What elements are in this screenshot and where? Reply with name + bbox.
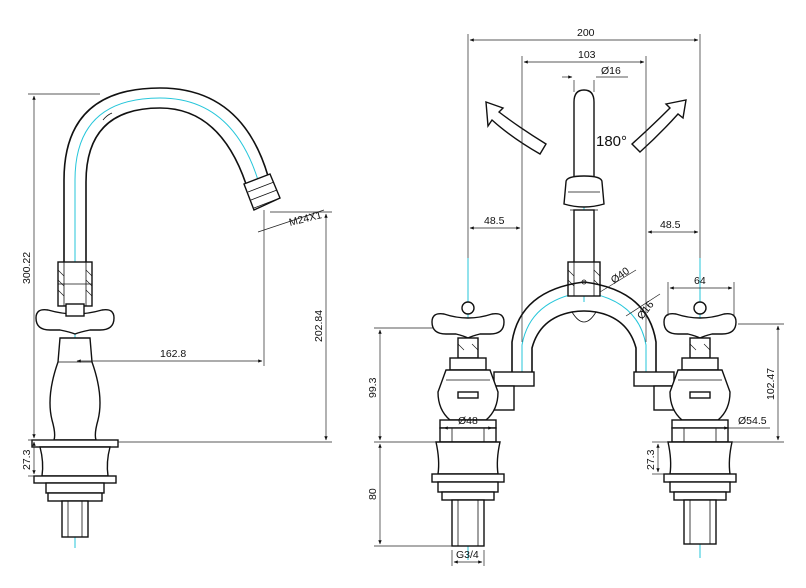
spout-diameter-label: Ø16 <box>601 65 621 77</box>
offset-left-label: 48.5 <box>484 215 505 227</box>
swivel-arrow-right-icon <box>630 99 687 153</box>
front-view: 180° <box>367 27 784 566</box>
dimension-overall-height: 300.22 <box>21 93 100 441</box>
centre-width-label: 103 <box>578 49 596 61</box>
swivel-angle-label: 180° <box>596 133 627 150</box>
side-base <box>31 439 119 538</box>
dimension-tail-length: 80 <box>367 443 452 547</box>
spout-height-label: 202.84 <box>313 310 325 342</box>
gooseneck-spout <box>63 87 281 262</box>
dimension-tail-thread: G3/4 <box>451 549 485 566</box>
base-height-left-label: 27.3 <box>21 449 33 470</box>
dimension-spout-height: 202.84 <box>118 211 332 443</box>
offset-right-label: 48.5 <box>660 219 681 231</box>
height-total-label: 300.22 <box>21 252 33 284</box>
dimension-offset-right: 48.5 <box>647 219 699 234</box>
dimension-handle-width: 64 <box>667 275 735 316</box>
dimension-centre-width: 103 <box>521 49 647 342</box>
swivel-collar <box>57 261 93 307</box>
dimension-body-height-left: 99.3 <box>367 327 436 443</box>
tail-thread-label: G3/4 <box>456 549 479 561</box>
base-diameter-left-label: Ø48 <box>458 415 478 427</box>
body-height-right-label: 102.47 <box>765 368 777 400</box>
front-aerator <box>563 175 605 208</box>
front-spout <box>563 89 605 265</box>
dimension-bridge-diameter: Ø40 <box>599 265 637 293</box>
base-diameter-right-label: Ø54.5 <box>738 415 767 427</box>
right-valve <box>663 301 737 545</box>
bridge-pipe-diameter-label: Ø16 <box>635 299 657 322</box>
front-spout-collar <box>567 261 601 297</box>
dimension-body-height-right: 102.47 <box>730 323 784 443</box>
handle-width-label: 64 <box>694 275 706 287</box>
dimension-offset-left: 48.5 <box>469 215 521 230</box>
body-height-left-label: 99.3 <box>367 377 379 398</box>
bridge-diameter-label: Ø40 <box>609 265 632 286</box>
side-body <box>49 337 101 441</box>
bridge-pipe <box>493 281 675 411</box>
dimension-overall-width: 200 <box>467 27 701 258</box>
left-cross-handle <box>431 312 505 339</box>
spout-reach-label: 162.8 <box>160 348 186 360</box>
base-height-right-label: 27.3 <box>645 449 657 470</box>
right-cross-handle <box>663 312 737 339</box>
dimension-base-diameter-left: Ø48 <box>443 415 493 430</box>
dimension-base-diameter-right: Ø54.5 <box>672 415 770 430</box>
side-view: 300.22 202.84 162.8 M24X1 27.3 <box>21 87 332 548</box>
side-cross-handle <box>35 303 115 335</box>
swivel-arrow-left-icon <box>485 100 547 155</box>
dimension-thread: M24X1 <box>257 209 325 233</box>
spout-centre-line <box>74 97 259 265</box>
dimension-base-height-right: 27.3 <box>645 441 668 475</box>
overall-width-label: 200 <box>577 27 595 39</box>
left-valve <box>431 301 505 547</box>
dimension-spout-reach: 162.8 <box>76 210 265 366</box>
dimension-spout-diameter: Ø16 <box>562 65 628 92</box>
tail-length-label: 80 <box>367 488 379 500</box>
dimension-base-height-left: 27.3 <box>21 441 36 477</box>
